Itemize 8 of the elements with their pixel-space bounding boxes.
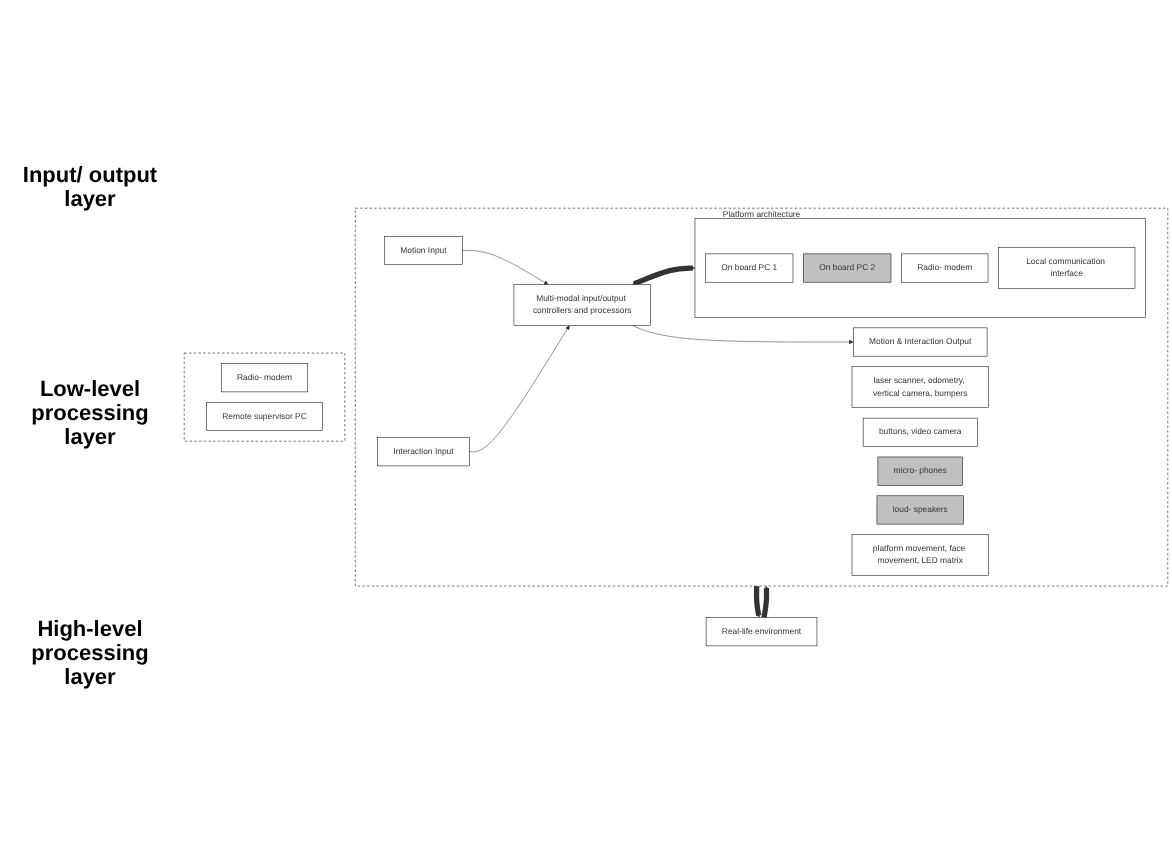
cluster	[183, 352, 346, 442]
layer-label: Input/ output layer	[20, 163, 160, 212]
cluster	[694, 218, 1146, 318]
arrow	[632, 265, 696, 287]
layer-label: Low-level processing layer	[29, 378, 151, 451]
layer-label: High-level processing layer	[29, 618, 151, 691]
arrow	[761, 585, 770, 618]
arrow	[753, 585, 762, 618]
